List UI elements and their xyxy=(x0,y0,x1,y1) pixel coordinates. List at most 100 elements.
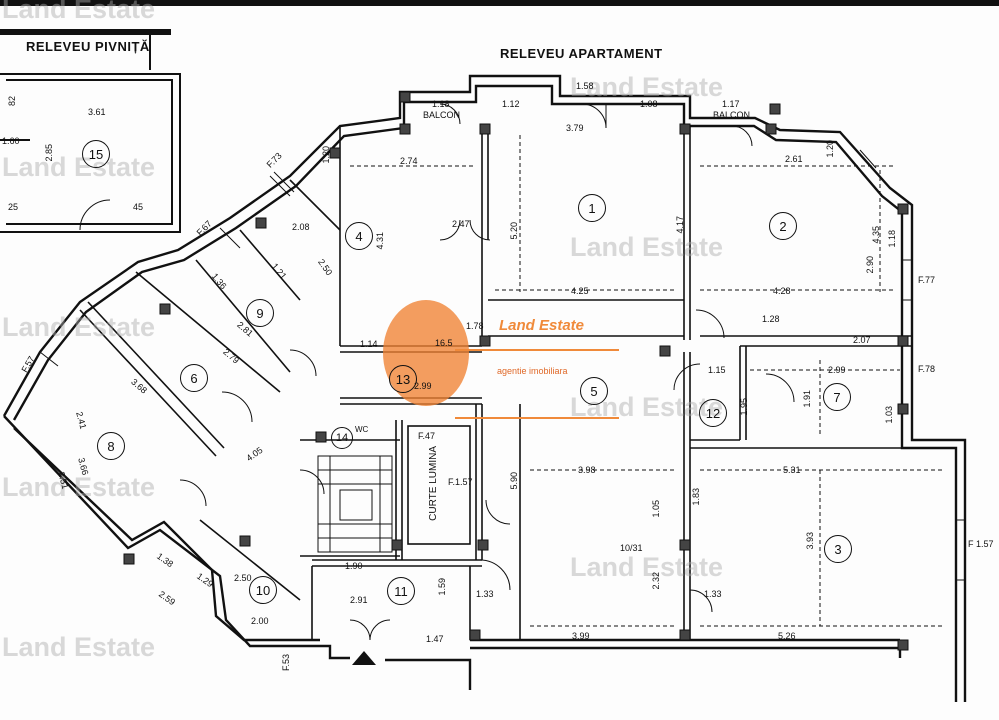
dimension-label: 16.5 xyxy=(435,338,453,348)
dimension-label: 1.28 xyxy=(762,314,780,324)
dimension-label: 5.90 xyxy=(509,472,519,490)
dimension-label: 3.79 xyxy=(566,123,584,133)
dimension-label: 1.91 xyxy=(802,390,812,408)
dimension-label: 1.59 xyxy=(437,578,447,596)
dimension-label: 1.05 xyxy=(651,500,661,518)
courtyard-label: CURTE LUMINA xyxy=(428,446,439,521)
pillars xyxy=(123,91,909,651)
dimension-label: 5.26 xyxy=(778,631,796,641)
watermark-text: Land Estate xyxy=(570,232,724,262)
dimension-label: 1.08 xyxy=(640,99,658,109)
dimension-label: 2.99 xyxy=(414,381,432,391)
room-number: 1 xyxy=(578,194,606,222)
room-number: 3 xyxy=(824,535,852,563)
room-number: 8 xyxy=(97,432,125,460)
dimension-label: 4.17 xyxy=(675,216,685,234)
dimension-label: 2.32 xyxy=(651,572,661,590)
dimension-label: 1.90 xyxy=(345,561,363,571)
room-number: 15 xyxy=(82,140,110,168)
watermark-text: Land Estate xyxy=(2,312,156,342)
wc-label: WC xyxy=(355,425,369,434)
dimension-label: 1.20 xyxy=(825,140,835,158)
door-swings xyxy=(79,103,795,641)
window-label: F.47 xyxy=(418,431,436,441)
entrance-arrow-icon xyxy=(352,651,376,665)
dimension-label: 3.93 xyxy=(805,532,815,550)
room-number: 9 xyxy=(246,299,274,327)
watermark-text: Land Estate xyxy=(2,632,156,662)
watermark-text: Land Estate xyxy=(570,552,724,582)
room-number: 5 xyxy=(580,377,608,405)
watermark-text: Land Estate xyxy=(2,472,156,502)
window-label: F.77 xyxy=(918,275,936,285)
dimension-label: 2.90 xyxy=(865,256,875,274)
window-label: F.1.57 xyxy=(448,477,473,487)
agency-logo: Land Estate agentie imobiliara xyxy=(383,300,623,420)
dimension-label: 4.31 xyxy=(375,232,385,250)
dimension-label: 5.31 xyxy=(783,465,801,475)
dimension-label: 2.74 xyxy=(400,156,418,166)
dimension-label: 2.91 xyxy=(350,595,368,605)
balcony-label: BALCON xyxy=(713,110,751,120)
dimension-label: 1.14 xyxy=(360,339,378,349)
dimension-label: 2.61 xyxy=(785,154,803,164)
dimension-label: 2.99 xyxy=(828,365,846,375)
watermark-text: Land Estate xyxy=(2,0,156,24)
dimension-label: 5.20 xyxy=(509,222,519,240)
dimension-label: 2.08 xyxy=(292,222,310,232)
dimension-label: 1.03 xyxy=(884,406,894,424)
room-number: 6 xyxy=(180,364,208,392)
windows xyxy=(39,149,965,581)
room-number: 13 xyxy=(389,365,417,393)
dimension-label: 3.61 xyxy=(88,107,106,117)
logo-subtitle: agentie imobiliara xyxy=(497,366,568,376)
dimension-label: 1.33 xyxy=(476,589,494,599)
dimension-label: 1.12 xyxy=(502,99,520,109)
room-number: 11 xyxy=(387,577,415,605)
dimension-lines xyxy=(350,135,945,627)
balcony-label: BALCON xyxy=(423,110,461,120)
dimension-label: 4.35 xyxy=(871,226,881,244)
dimension-label: 1.33 xyxy=(704,589,722,599)
room-number: 12 xyxy=(699,399,727,427)
logo-name: Land Estate xyxy=(499,317,585,334)
basement-walls xyxy=(0,29,181,233)
dimension-label: 1.83 xyxy=(691,488,701,506)
dimension-label: 4.28 xyxy=(773,286,791,296)
dimension-label: 2.47 xyxy=(452,219,470,229)
dimension-label: 1.15 xyxy=(708,365,726,375)
dimension-label: 2.00 xyxy=(251,616,269,626)
dimension-label: 1.95 xyxy=(739,398,749,416)
dimension-label: 3.98 xyxy=(578,465,596,475)
dimension-label: 2.85 xyxy=(44,144,54,162)
dimension-label: 1.78 xyxy=(466,321,484,331)
dimension-label: 82 xyxy=(7,96,17,107)
dimension-label: 1.47 xyxy=(426,634,444,644)
logo-line xyxy=(455,417,619,419)
dimension-label: 1.58 xyxy=(576,81,594,91)
room-number: 10 xyxy=(249,576,277,604)
watermark-text: Land Estate xyxy=(2,152,156,182)
dimension-label: 1.18 xyxy=(887,230,897,248)
dimension-label: 2.07 xyxy=(853,335,871,345)
window-label: F 1.57 xyxy=(968,539,994,549)
dimension-label: 2.50 xyxy=(234,573,252,583)
basement-title: RELEVEU PIVNIȚĂ xyxy=(26,39,150,54)
dimension-label: 10/31 xyxy=(620,543,643,553)
apartment-title: RELEVEU APARTAMENT xyxy=(500,46,663,61)
dimension-label: 3.99 xyxy=(572,631,590,641)
watermark-text: Land Estate xyxy=(570,72,724,102)
dimension-label: 4.25 xyxy=(571,286,589,296)
dimension-label: 1.18 xyxy=(432,99,450,109)
top-border xyxy=(0,0,999,6)
room-number: 14 xyxy=(331,427,353,449)
logo-line xyxy=(455,349,619,351)
room-number: 7 xyxy=(823,383,851,411)
room-number: 2 xyxy=(769,212,797,240)
window-label: F.78 xyxy=(918,364,936,374)
room-number: 4 xyxy=(345,222,373,250)
stairs xyxy=(317,455,393,553)
dimension-label: 1.20 xyxy=(321,146,331,164)
